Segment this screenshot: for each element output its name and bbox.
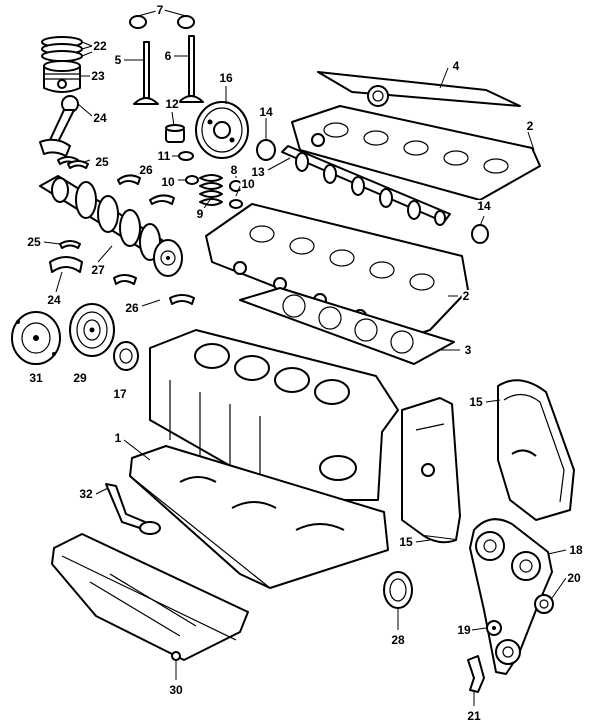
rod-bearing-shells-upper — [57, 156, 89, 169]
spring-seat — [229, 199, 243, 209]
callout-24-lower: 24 — [46, 293, 62, 307]
rear-main-seal — [383, 571, 413, 609]
callout-31: 31 — [28, 371, 44, 385]
crankshaft — [39, 175, 183, 277]
valve-keepers — [129, 15, 195, 29]
belt-tensioner — [534, 594, 554, 614]
callout-11: 11 — [156, 149, 172, 163]
main-bearing-shells-lower — [113, 274, 195, 305]
oil-pickup-tube — [105, 483, 161, 535]
callout-30: 30 — [168, 683, 184, 697]
callout-25-lower: 25 — [26, 235, 42, 249]
idler-pulley — [486, 620, 502, 636]
callout-28: 28 — [390, 633, 406, 647]
callout-22: 22 — [92, 39, 108, 53]
callout-14-lower: 14 — [476, 199, 492, 213]
camshaft-seal-upper — [256, 139, 276, 161]
camshaft-seal-lower — [471, 224, 489, 244]
callout-24-upper: 24 — [92, 111, 108, 125]
piston — [43, 60, 81, 93]
callout-18: 18 — [568, 543, 584, 557]
timing-cover-outer — [497, 379, 575, 521]
timing-belt-assembly — [469, 518, 553, 675]
callout-27: 27 — [90, 263, 106, 277]
timing-cover-inner — [401, 397, 461, 544]
valve-cover-strip — [317, 71, 521, 107]
callout-26-upper: 26 — [138, 163, 154, 177]
head-gasket — [239, 287, 455, 365]
callout-16: 16 — [218, 71, 234, 85]
valve-lifter — [165, 124, 185, 143]
callout-9: 9 — [195, 207, 205, 221]
callout-17: 17 — [112, 387, 128, 401]
callout-21: 21 — [466, 709, 482, 723]
callout-8: 8 — [229, 163, 239, 177]
oil-pan — [51, 533, 249, 661]
rod-cap — [49, 256, 83, 273]
callout-10-left: 10 — [160, 175, 176, 189]
callout-4: 4 — [451, 59, 461, 73]
engine-block — [149, 329, 399, 501]
callout-7: 7 — [155, 3, 165, 17]
camshaft-housing — [291, 105, 541, 201]
callout-15-lower: 15 — [398, 535, 414, 549]
callout-12: 12 — [164, 97, 180, 111]
rod-bearing-shells-lower — [59, 240, 81, 249]
callout-25-upper: 25 — [94, 155, 110, 169]
crankshaft-gear — [113, 341, 139, 371]
valve-shim — [178, 151, 194, 161]
mounting-bracket — [467, 655, 485, 693]
main-bearing-shells-upper — [117, 174, 175, 205]
callout-23: 23 — [90, 69, 106, 83]
callout-13: 13 — [250, 165, 266, 179]
callout-32: 32 — [78, 487, 94, 501]
callout-1: 1 — [113, 431, 123, 445]
callout-6: 6 — [163, 49, 173, 63]
camshaft-sprocket — [195, 101, 249, 159]
callout-19: 19 — [456, 623, 472, 637]
valve-springs — [199, 174, 223, 206]
callout-14-upper: 14 — [258, 105, 274, 119]
callout-2-upper: 2 — [525, 119, 535, 133]
spring-retainer — [185, 175, 199, 185]
callout-26-lower: 26 — [124, 301, 140, 315]
camshaft — [281, 145, 451, 226]
callout-leaders — [43, 9, 567, 706]
callout-3: 3 — [463, 343, 473, 357]
callout-29: 29 — [72, 371, 88, 385]
callout-10-right: 10 — [240, 177, 256, 191]
connecting-rod — [39, 95, 79, 157]
crankcase-bedplate — [129, 445, 389, 589]
callout-2-lower: 2 — [461, 289, 471, 303]
oil-pump — [11, 311, 61, 365]
piston-rings — [41, 36, 83, 62]
callout-5: 5 — [113, 53, 123, 67]
callout-20: 20 — [566, 571, 582, 585]
crankshaft-pulley — [69, 303, 115, 357]
intake-exhaust-valves — [133, 35, 204, 105]
callout-15-upper: 15 — [468, 395, 484, 409]
